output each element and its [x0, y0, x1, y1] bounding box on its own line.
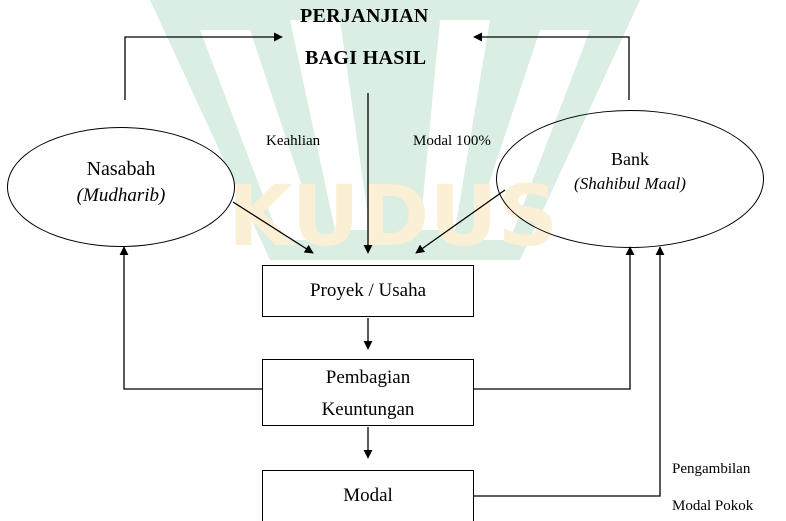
profit-sharing-line1: Pembagian — [325, 367, 411, 388]
nasabah-node: Nasabah (Mudharib) — [7, 127, 235, 247]
arrow-modal-to-bank — [474, 246, 665, 497]
modal-label: Modal — [343, 485, 393, 506]
label-keahlian: Keahlian — [266, 133, 321, 149]
arrow-bank-to-agreement — [473, 32, 630, 100]
project-box: Proyek / Usaha — [262, 265, 474, 317]
agreement-title-line1: PERJANJIAN — [300, 5, 429, 27]
label-modal-100: Modal 100% — [413, 133, 491, 149]
arrow-sharing-to-bank — [474, 246, 635, 390]
bank-node: Bank (Shahibul Maal) — [496, 110, 764, 248]
arrow-bank-to-project — [415, 189, 506, 254]
profit-sharing-line2: Keuntungan — [321, 399, 415, 420]
bank-name: Bank — [611, 149, 649, 169]
arrow-nasabah-to-agreement — [124, 32, 283, 100]
profit-sharing-box: Pembagian Keuntungan — [262, 359, 474, 426]
bank-role: (Shahibul Maal) — [574, 174, 686, 193]
project-label: Proyek / Usaha — [309, 280, 427, 301]
agreement-title-line2: BAGI HASIL — [305, 47, 427, 69]
nasabah-role: (Mudharib) — [76, 185, 166, 206]
label-pengambilan: Pengambilan — [672, 461, 751, 477]
label-modal-pokok: Modal Pokok — [672, 498, 754, 514]
nasabah-name: Nasabah — [86, 158, 156, 180]
modal-box: Modal — [262, 470, 474, 521]
arrow-sharing-to-nasabah — [119, 246, 262, 390]
arrow-nasabah-to-project — [232, 201, 314, 254]
